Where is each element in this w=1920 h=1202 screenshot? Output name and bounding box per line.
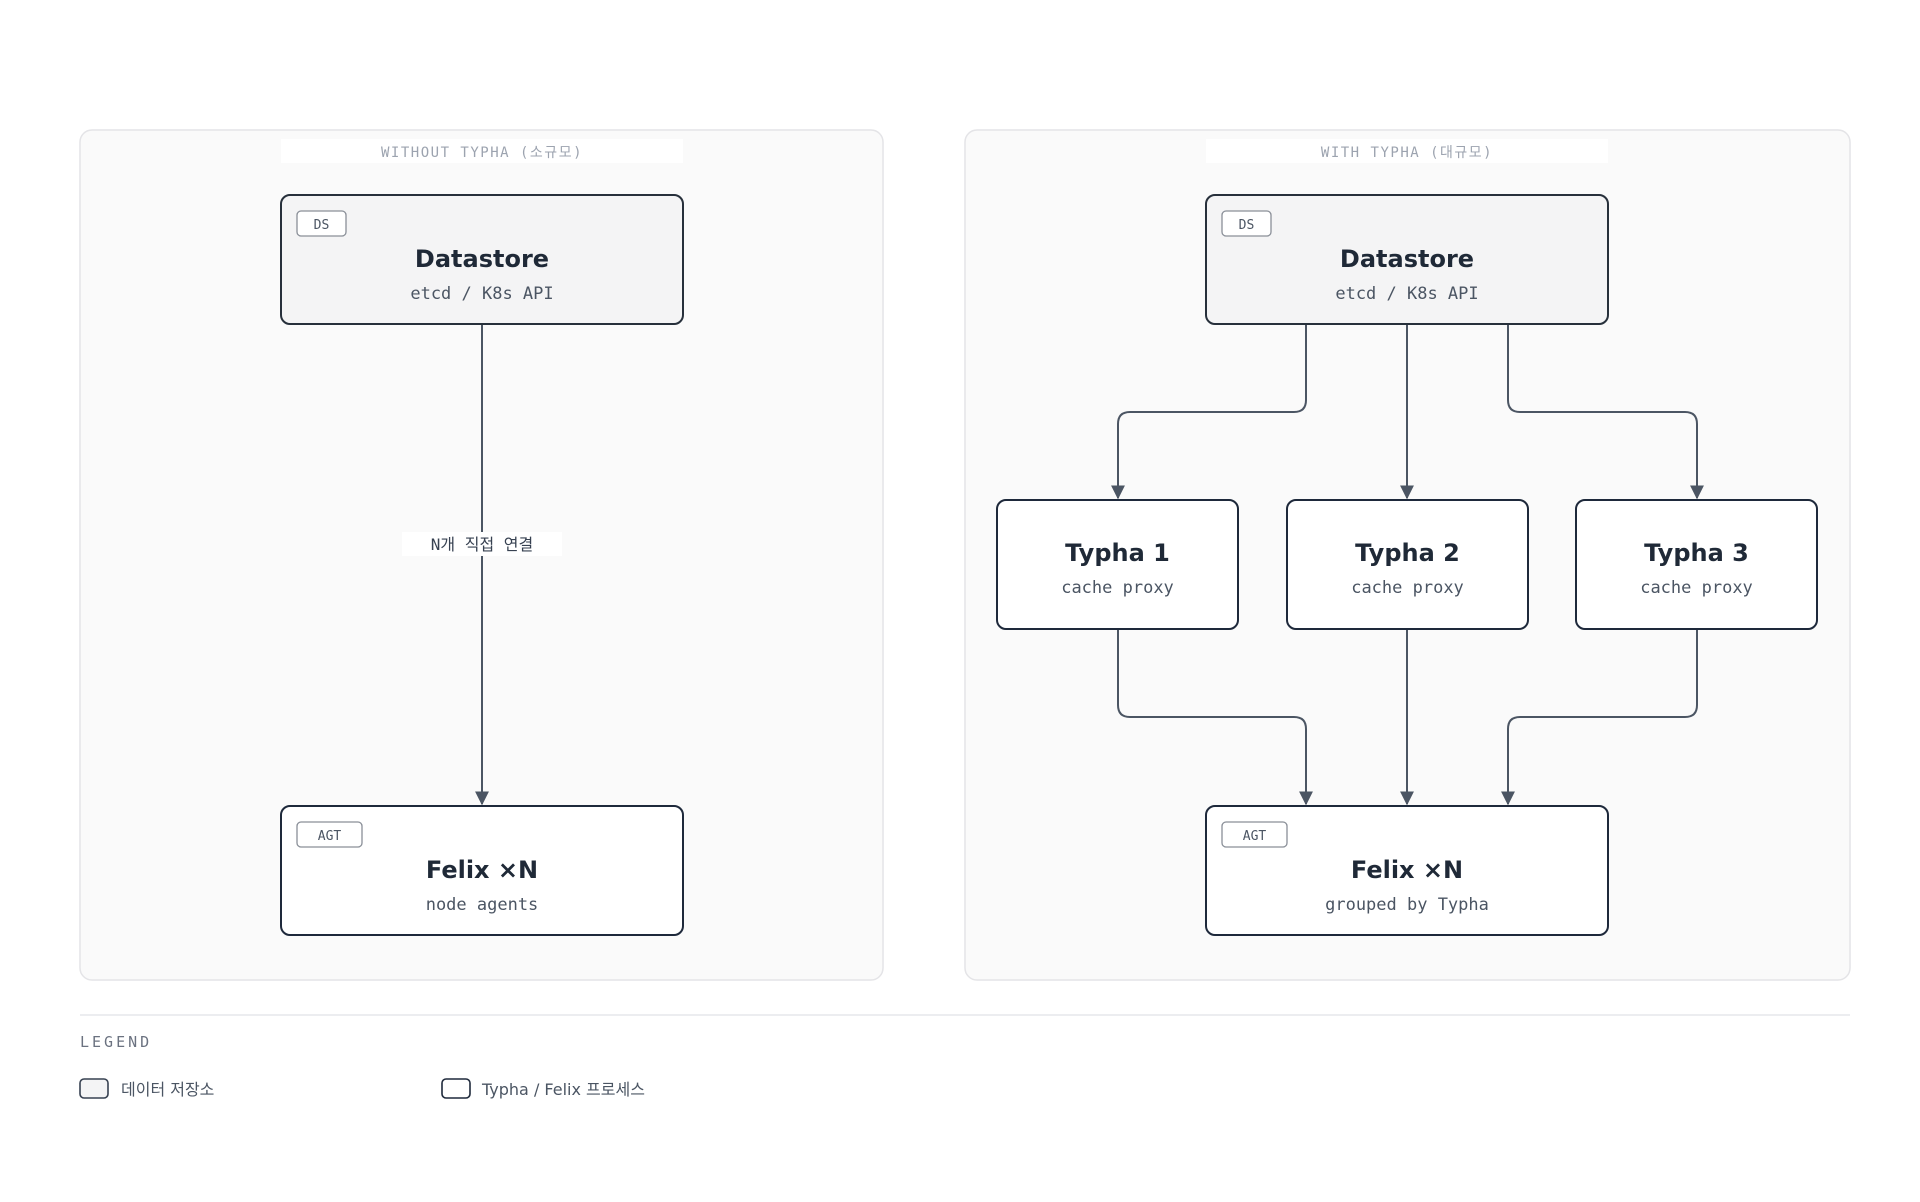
node-datastore-box <box>1205 194 1609 325</box>
edge-datastore-to-typha-1 <box>1111 324 1307 500</box>
node-datastore-title: Datastore <box>415 245 549 273</box>
edge-datastore-to-typha-3 <box>1507 324 1704 500</box>
node-typha-subtitle: cache proxy <box>1061 578 1174 598</box>
node-typha-subtitle: cache proxy <box>1640 578 1753 598</box>
panel-title-background <box>1206 139 1608 163</box>
tag-agt-label: AGT <box>1243 829 1267 844</box>
node-felix-subtitle: node agents <box>426 895 539 915</box>
panel-title-without: WITHOUT TYPHA (소규모) <box>381 145 583 161</box>
panel-without-typha: WITHOUT TYPHA (소규모) N개 직접 연결 DS Datastor… <box>79 129 884 981</box>
panel-with-typha: WITH TYPHA (대규모) DS Datastore etcd / K8s… <box>964 129 1851 981</box>
node-typha-3: Typha 3 cache proxy <box>1575 499 1818 630</box>
node-typha-subtitle: cache proxy <box>1351 578 1464 598</box>
panel-title-with: WITH TYPHA (대규모) <box>1321 145 1493 161</box>
node-typha-1: Typha 1 cache proxy <box>996 499 1239 630</box>
legend-swatch-process <box>441 1078 471 1099</box>
node-datastore-with: DS Datastore etcd / K8s API <box>1205 194 1609 325</box>
tag-ds <box>296 210 347 237</box>
tag-ds-label: DS <box>1239 218 1255 233</box>
node-typha-title: Typha 2 <box>1355 539 1460 567</box>
tag-agt-label: AGT <box>318 829 342 844</box>
node-typha-title: Typha 3 <box>1644 539 1749 567</box>
legend-item-process: Typha / Felix 프로세스 <box>441 1078 645 1099</box>
tag-ds <box>1221 210 1272 237</box>
legend-title: LEGEND <box>80 1033 152 1051</box>
legend-item-datastore: 데이터 저장소 <box>79 1078 214 1099</box>
node-felix-subtitle: grouped by Typha <box>1325 895 1489 915</box>
legend-label-datastore: 데이터 저장소 <box>121 1080 214 1099</box>
tag-agt <box>1221 821 1288 848</box>
node-felix-with: AGT Felix ×N grouped by Typha <box>1205 805 1609 936</box>
legend-swatch-datastore <box>79 1078 109 1099</box>
edge-typha-1-to-felix <box>1117 629 1313 806</box>
node-typha-title: Typha 1 <box>1065 539 1170 567</box>
node-datastore-title: Datastore <box>1340 245 1474 273</box>
node-felix-title: Felix ×N <box>426 856 538 884</box>
edge-label-background <box>402 532 562 556</box>
node-felix-box <box>280 805 684 936</box>
node-felix-box <box>1205 805 1609 936</box>
edge-label-direct: N개 직접 연결 <box>431 535 534 554</box>
tag-agt <box>296 821 363 848</box>
node-felix-without: AGT Felix ×N node agents <box>280 805 684 936</box>
panel-title-background <box>281 139 683 163</box>
node-felix-title: Felix ×N <box>1351 856 1463 884</box>
edge-typha-3-to-felix <box>1501 629 1698 806</box>
node-datastore-subtitle: etcd / K8s API <box>1335 284 1478 304</box>
legend-label-process: Typha / Felix 프로세스 <box>481 1080 645 1099</box>
node-datastore-box <box>280 194 684 325</box>
node-typha-box <box>996 499 1239 630</box>
node-datastore-subtitle: etcd / K8s API <box>410 284 553 304</box>
node-datastore-without: DS Datastore etcd / K8s API <box>280 194 684 325</box>
node-typha-2: Typha 2 cache proxy <box>1286 499 1529 630</box>
node-typha-box <box>1286 499 1529 630</box>
node-typha-box <box>1575 499 1818 630</box>
legend: LEGEND 데이터 저장소 Typha / Felix 프로세스 <box>79 1014 1850 1099</box>
tag-ds-label: DS <box>314 218 330 233</box>
